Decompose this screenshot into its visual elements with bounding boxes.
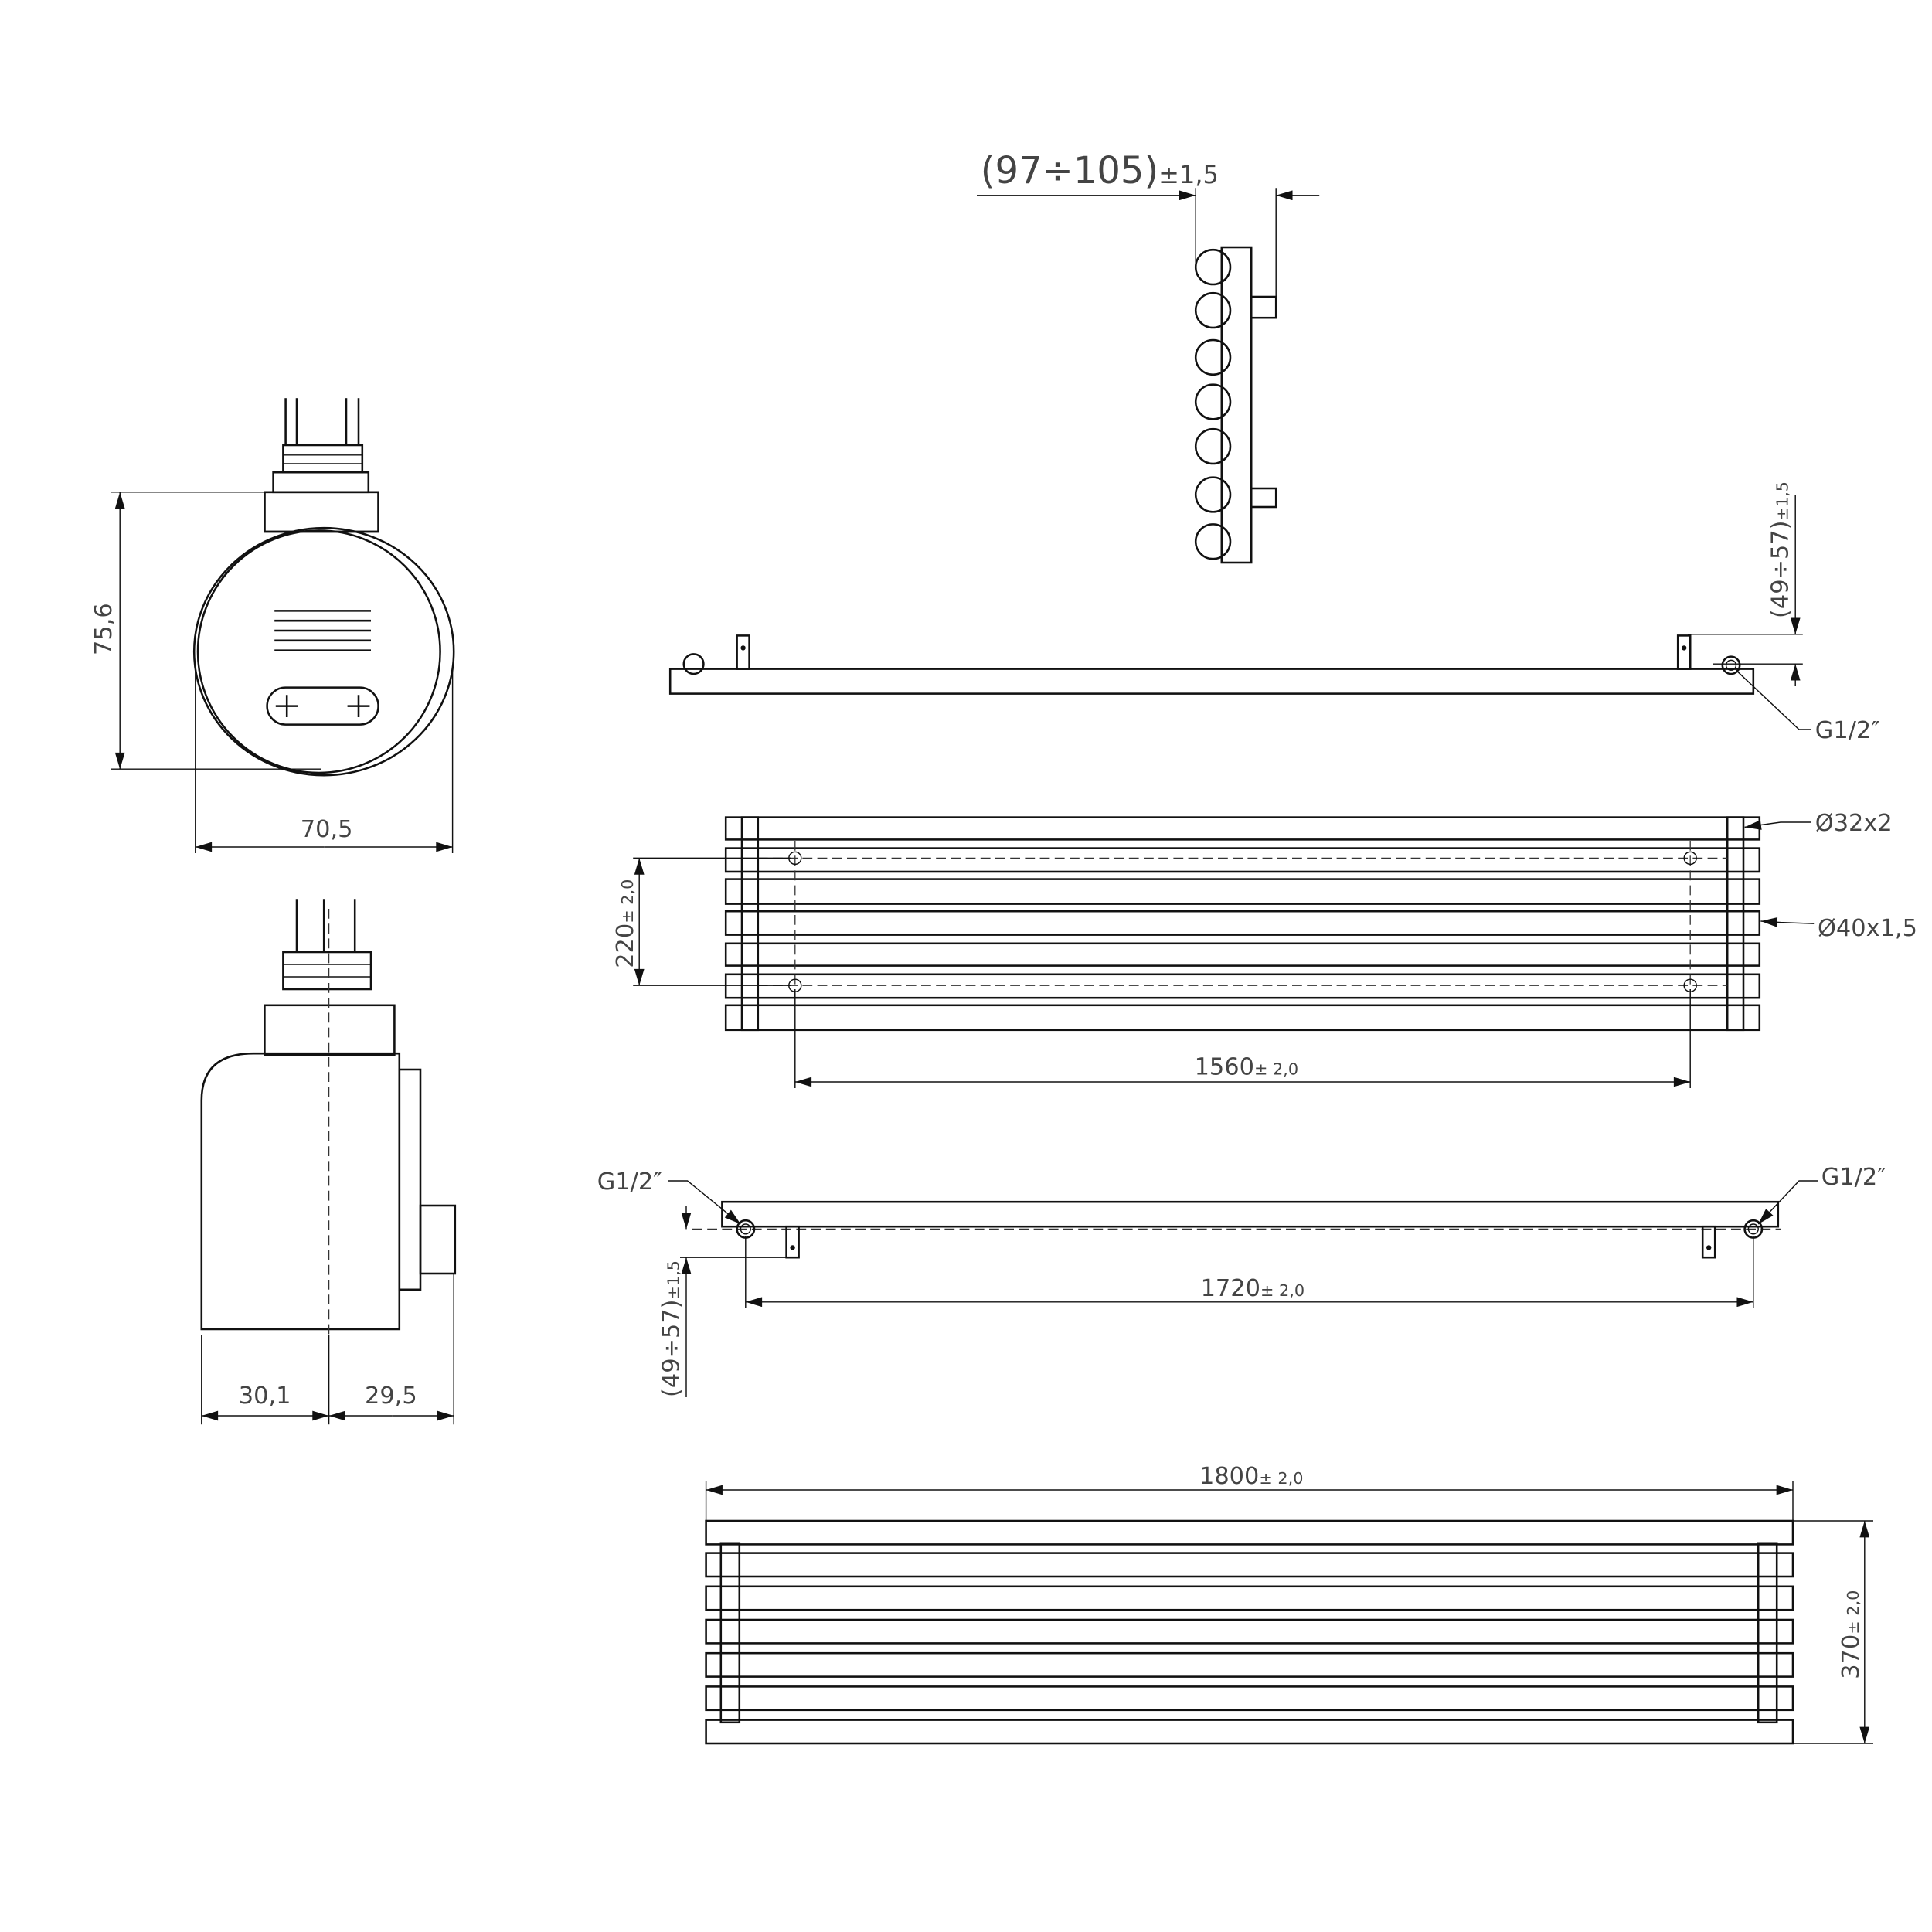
wall-offset-dimension: (49÷57)±1,5 [1767,481,1794,618]
overall-width-dimension: 1800± 2,0 [1199,1463,1303,1490]
wall-offset-dimension-lower: (49÷57)±1,5 [658,1260,685,1397]
control-panel [266,686,379,726]
heater-left-depth-dimension: 30,1 [239,1383,291,1410]
radiator-front-view: 220± 2,0 1560± 2,0 Ø32x2 Ø40x1,5 [612,810,1917,1088]
radiator-top-view-lower: G1/2″ G1/2″ 1720± 2,0 (49÷57)±1,5 [597,1164,1886,1397]
radiator-side-view: (97÷105)±1,5 [977,149,1320,564]
overall-height-dimension: 370± 2,0 [1838,1590,1865,1679]
heater-front-view: 75,6 70,5 [90,398,455,853]
tube-small-label: Ø32x2 [1815,810,1893,837]
connection-label: G1/2″ [1815,717,1880,744]
tube-large-label: Ø40x1,5 [1818,915,1917,942]
heater-side-view: 30,1 29,5 [200,899,457,1425]
connection-spacing-dimension: 1720± 2,0 [1201,1275,1304,1302]
heater-right-depth-dimension: 29,5 [365,1383,417,1410]
depth-dimension: (97÷105)±1,5 [981,149,1219,192]
radiator-front-view-overall: 1800± 2,0 370± 2,0 [705,1463,1873,1745]
axis-width-dimension: 1560± 2,0 [1195,1053,1298,1080]
connection-right-label: G1/2″ [1821,1164,1886,1191]
heater-width-dimension: 70,5 [301,816,353,843]
axis-height-dimension: 220± 2,0 [612,879,639,968]
heater-height-dimension: 75,6 [90,603,117,655]
vent-slots [274,610,371,651]
connection-left-label: G1/2″ [597,1168,662,1196]
radiator-top-view-upper: (49÷57)±1,5 G1/2″ [668,481,1880,744]
plus-icon [275,695,370,717]
